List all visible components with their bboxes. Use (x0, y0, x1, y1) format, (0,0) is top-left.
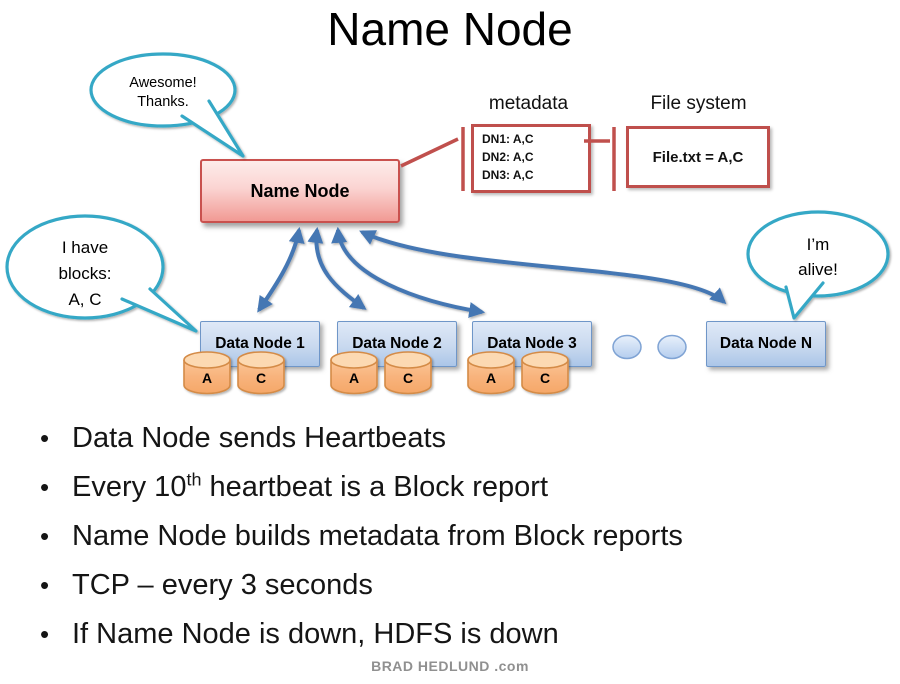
block-label: C (256, 370, 266, 386)
data-node-label: Data Node 3 (487, 335, 577, 352)
file-system-content: File.txt = A,C (652, 148, 744, 166)
metadata-entry: DN1: A,C (482, 132, 534, 146)
block-label: C (540, 370, 550, 386)
superscript: th (186, 469, 202, 490)
arrow-namenode-datanode3 (331, 226, 486, 318)
attribution: BRAD HEDLUND .com (371, 658, 529, 674)
bubble-text: A, C (68, 290, 101, 309)
bubble-text: Awesome! (129, 75, 196, 91)
bullet-item: Name Node builds metadata from Block rep… (38, 512, 683, 561)
arrow-namenode-datanoden (359, 230, 727, 305)
name-node-box-label: Name Node (250, 180, 350, 201)
bullet-item: Every 10th heartbeat is a Block report (38, 463, 683, 512)
bullet-list: Data Node sends Heartbeats Every 10th he… (38, 414, 683, 659)
bullet-item: Data Node sends Heartbeats (38, 414, 683, 463)
data-node-n-box: Data Node N (706, 321, 826, 367)
ellipsis-dots (612, 334, 687, 360)
block-label: C (403, 370, 413, 386)
name-node-box: Name Node (200, 159, 400, 223)
block-label: A (202, 370, 212, 386)
data-node-label: Data Node 2 (352, 335, 442, 352)
bubble-text: blocks: (59, 264, 112, 283)
ellipsis-dot (657, 334, 687, 360)
arrow-namenode-datanode1 (257, 226, 305, 313)
arrow-namenode-datanode2 (307, 226, 367, 310)
bubble-text: alive! (798, 260, 838, 279)
metadata-label: metadata (488, 93, 569, 114)
data-node-3-box: Data Node 3 (472, 321, 592, 367)
file-system-box: File.txt = A,C (626, 126, 770, 188)
data-node-1-box: Data Node 1 (200, 321, 320, 367)
speech-bubble-alive: I’m alive! (746, 210, 890, 320)
block-label: A (349, 370, 359, 386)
data-node-label: Data Node N (719, 335, 813, 352)
data-node-2-box: Data Node 2 (337, 321, 457, 367)
bubble-text: I have (62, 238, 108, 257)
metadata-entry: DN3: A,C (482, 168, 534, 182)
ellipsis-dot (612, 334, 642, 360)
file-system-label: File system (650, 93, 747, 114)
metadata-box: DN1: A,C DN2: A,C DN3: A,C (471, 124, 591, 193)
speech-bubble-blocks: I have blocks: A, C (5, 214, 198, 333)
bullet-item: TCP – every 3 seconds (38, 561, 683, 610)
bullet-item: If Name Node is down, HDFS is down (38, 610, 683, 659)
bubble-text: Thanks. (137, 94, 189, 110)
metadata-entry: DN2: A,C (482, 150, 534, 164)
heartbeat-arrows (257, 226, 727, 318)
data-node-label: Data Node 1 (215, 335, 305, 352)
speech-bubble-awesome: Awesome! Thanks. (89, 52, 245, 158)
block-label: A (486, 370, 496, 386)
bubble-text: I’m (807, 235, 830, 254)
page-title: Name Node (327, 3, 573, 55)
